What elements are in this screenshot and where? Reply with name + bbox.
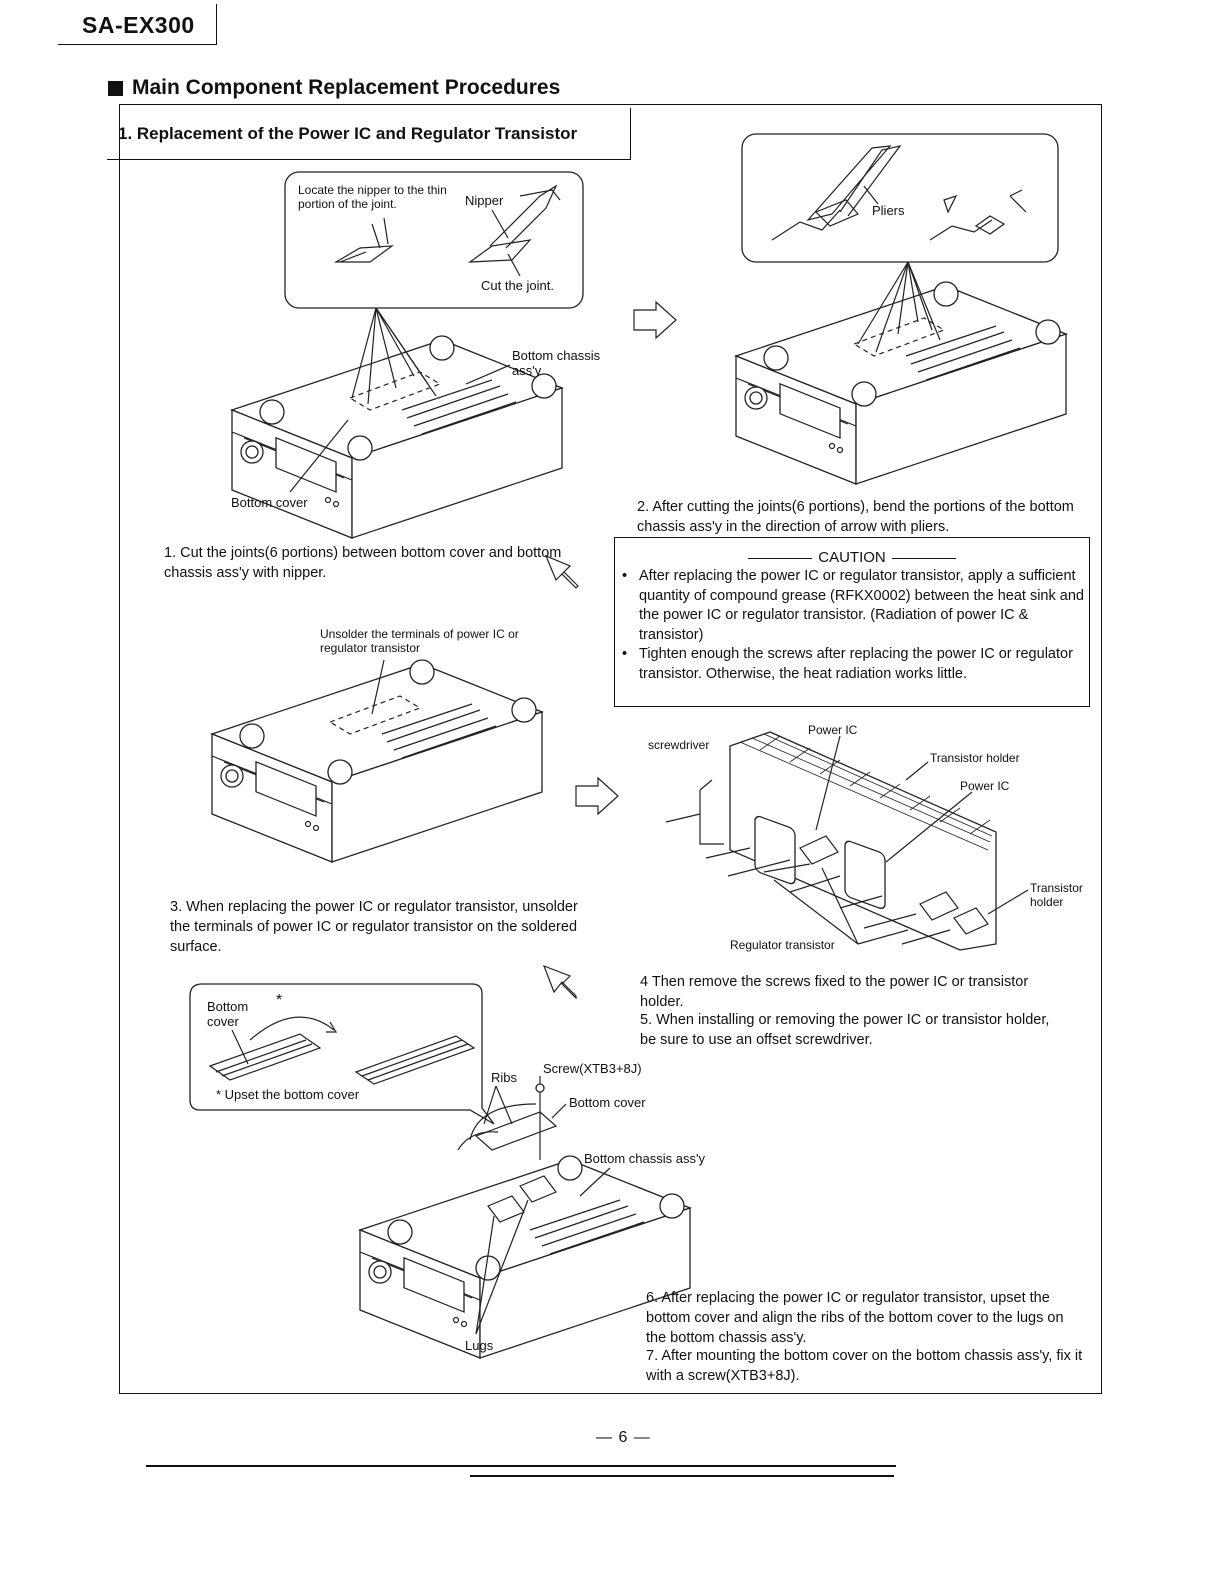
step-3: 3. When replacing the power IC or regula…	[170, 899, 578, 955]
header-tab	[58, 4, 217, 45]
page-title-text: Main Component Replacement Procedures	[132, 76, 561, 99]
step-2: 2. After cutting the joints(6 portions),…	[637, 499, 1074, 535]
power-ic-label-right: Power IC	[960, 779, 1010, 793]
unsolder-note: Unsolder the terminals of power IC or re…	[320, 627, 519, 655]
step-1: 1. Cut the joints(6 portions) between bo…	[164, 545, 562, 581]
screw-label: Screw(XTB3+8J)	[543, 1061, 642, 1076]
section-title-box	[107, 108, 631, 160]
page-number: — 6 —	[596, 1429, 651, 1446]
step-6: 6. After replacing the power IC or regul…	[646, 1290, 1064, 1346]
caution-item-2-text: Tighten enough the screws after replacin…	[639, 646, 1073, 682]
bottom-chassis-label-2: Bottom chassis ass'y	[584, 1151, 705, 1166]
nipper-note: Locate the nipper to the thin portion of…	[298, 183, 447, 211]
square-bullet-icon	[108, 80, 123, 96]
model-number: SA-EX300	[82, 12, 195, 38]
caution-item-1: • After replacing the power IC or regula…	[622, 567, 1086, 645]
caution-box	[614, 537, 1090, 707]
ribs-label: Ribs	[491, 1070, 518, 1085]
regulator-transistor-label: Regulator transistor	[730, 938, 835, 952]
screwdriver-label: screwdriver	[648, 738, 710, 752]
bullet-icon: •	[622, 646, 628, 662]
step-7: 7. After mounting the bottom cover on th…	[646, 1348, 1083, 1384]
nipper-label: Nipper	[465, 193, 504, 208]
section-title: 1. Replacement of the Power IC and Regul…	[118, 124, 578, 143]
step-4: 4 Then remove the screws fixed to the po…	[640, 974, 1029, 1010]
caution-title-text: CAUTION	[818, 549, 886, 566]
lugs-label: Lugs	[465, 1338, 494, 1353]
caution-item-1-text: After replacing the power IC or regulato…	[639, 568, 1084, 643]
bottom-cover-inset-label: Bottom cover	[207, 999, 249, 1029]
caution-title: CAUTION	[614, 549, 1090, 566]
page-title: Main Component Replacement Procedures	[108, 76, 560, 100]
footer-rule-top	[146, 1465, 896, 1467]
power-ic-label-top: Power IC	[808, 723, 858, 737]
procedure-frame	[119, 104, 1102, 1394]
bottom-chassis-label-1: Bottom chassis ass'y	[512, 348, 601, 378]
cut-joint-label: Cut the joint.	[481, 278, 554, 293]
bullet-icon: •	[622, 568, 628, 584]
transistor-holder-label-right: Transistor holder	[1030, 881, 1083, 909]
step-5: 5. When installing or removing the power…	[640, 1012, 1050, 1048]
bottom-cover-label-2: Bottom cover	[569, 1095, 646, 1110]
caution-item-2: • Tighten enough the screws after replac…	[622, 645, 1086, 684]
transistor-holder-label-top: Transistor holder	[930, 751, 1020, 765]
bottom-cover-label-1: Bottom cover	[231, 495, 308, 510]
upset-note: * Upset the bottom cover	[216, 1087, 360, 1102]
footer-rule-bottom	[470, 1475, 894, 1477]
pliers-label: Pliers	[872, 203, 905, 218]
asterisk-mark: *	[276, 992, 283, 1009]
